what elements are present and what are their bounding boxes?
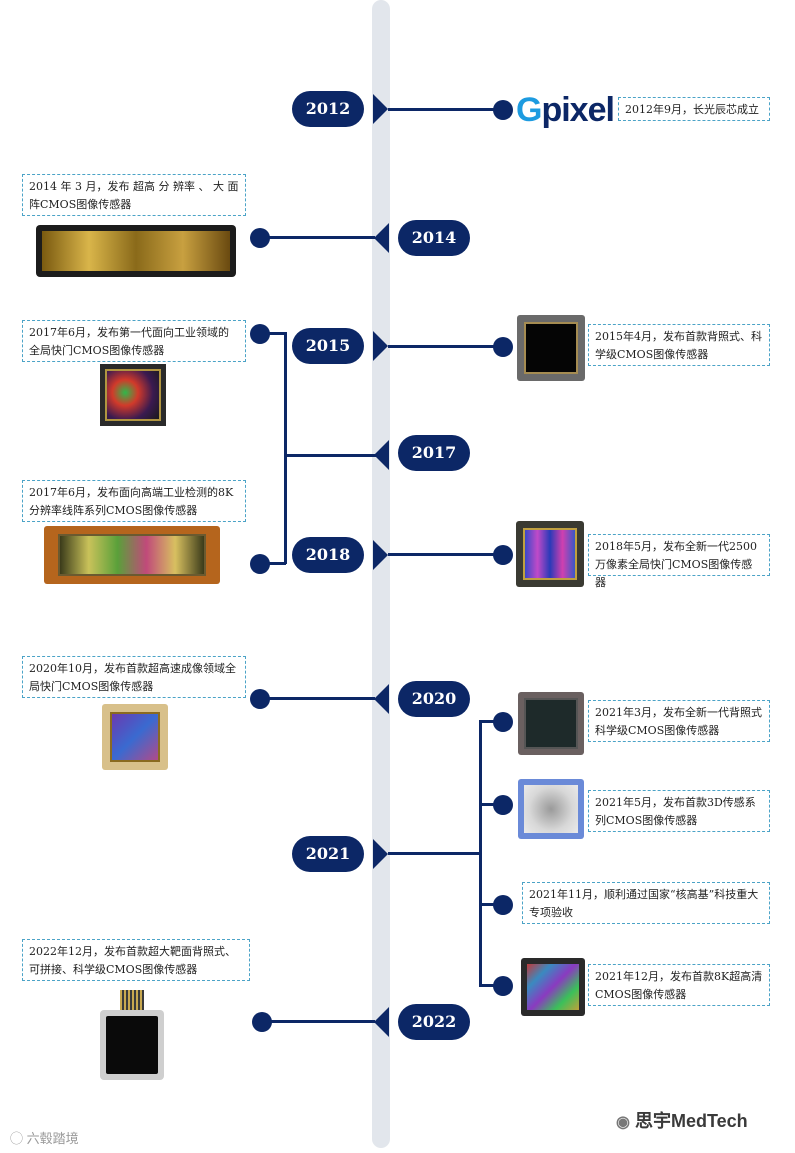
sensor-image-2015 xyxy=(517,315,585,381)
watermark-right: ◉ 思宇MedTech xyxy=(616,1111,748,1131)
arrow-right-icon xyxy=(373,540,388,570)
timeline-dot xyxy=(493,976,513,996)
connector-vertical xyxy=(479,720,482,986)
timeline-dot xyxy=(493,712,513,732)
event-2021c: 2021年11月，顺利通过国家“核高基”科技重大专项验收 xyxy=(522,882,770,924)
event-2021d: 2021年12月，发布首款8K超高清CMOS图像传感器 xyxy=(588,964,770,1006)
timeline-axis xyxy=(372,0,390,1148)
year-badge-2015: 2015 xyxy=(292,328,364,364)
timeline-dot xyxy=(493,795,513,815)
event-2021a: 2021年3月，发布全新一代背照式科学级CMOS图像传感器 xyxy=(588,700,770,742)
connector-line xyxy=(388,852,481,855)
event-2014: 2014 年 3 月，发布 超高 分 辨率 、 大 面阵CMOS图像传感器 xyxy=(22,174,246,216)
year-badge-2020: 2020 xyxy=(398,681,470,717)
connector-line xyxy=(388,108,503,111)
year-badge-2014: 2014 xyxy=(398,220,470,256)
sensor-image-2020 xyxy=(102,704,168,770)
sensor-image-2017a xyxy=(100,364,166,426)
year-badge-2012: 2012 xyxy=(292,91,364,127)
connector-line xyxy=(260,697,375,700)
connector-line xyxy=(479,803,503,806)
arrow-left-icon xyxy=(374,223,389,253)
arrow-right-icon xyxy=(373,331,388,361)
watermark-left: ◯ 六毂踏境 xyxy=(10,1131,79,1146)
connector-line xyxy=(479,984,503,987)
sensor-image-2021b xyxy=(518,779,584,839)
connector-line xyxy=(479,903,503,906)
connector-line xyxy=(388,553,503,556)
sensor-image-2017b xyxy=(44,526,220,584)
watermark-logo-icon: ◯ xyxy=(10,1131,24,1146)
arrow-left-icon xyxy=(374,440,389,470)
connector-line xyxy=(260,562,286,565)
timeline-dot xyxy=(493,895,513,915)
event-2022: 2022年12月，发布首款超大靶面背照式、可拼接、科学级CMOS图像传感器 xyxy=(22,939,250,981)
event-2012: 2012年9月，长光辰芯成立 xyxy=(618,97,770,121)
sensor-image-2021d xyxy=(521,958,585,1016)
event-2021b: 2021年5月，发布首款3D传感系列CMOS图像传感器 xyxy=(588,790,770,832)
timeline-dot xyxy=(493,100,513,120)
event-2017a: 2017年6月，发布第一代面向工业领域的全局快门CMOS图像传感器 xyxy=(22,320,246,362)
connector-vertical xyxy=(284,332,287,564)
connector-line xyxy=(479,720,503,723)
wechat-icon: ◉ xyxy=(616,1114,630,1131)
year-badge-2021: 2021 xyxy=(292,836,364,872)
sensor-image-2022 xyxy=(96,990,168,1084)
event-2020: 2020年10月，发布首款超高速成像领域全局快门CMOS图像传感器 xyxy=(22,656,246,698)
arrow-right-icon xyxy=(373,839,388,869)
timeline-dot xyxy=(493,337,513,357)
connector-line xyxy=(260,236,375,239)
sensor-image-2018 xyxy=(516,521,584,587)
event-2017b: 2017年6月，发布面向高端工业检测的8K分辨率线阵系列CMOS图像传感器 xyxy=(22,480,246,522)
connector-line xyxy=(260,332,286,335)
year-badge-2018: 2018 xyxy=(292,537,364,573)
connector-line xyxy=(388,345,503,348)
arrow-left-icon xyxy=(374,1007,389,1037)
event-2015: 2015年4月，发布首款背照式、科学级CMOS图像传感器 xyxy=(588,324,770,366)
sensor-image-2014 xyxy=(36,225,236,277)
connector-line xyxy=(284,454,376,457)
timeline-dot xyxy=(493,545,513,565)
year-badge-2022: 2022 xyxy=(398,1004,470,1040)
year-badge-2017: 2017 xyxy=(398,435,470,471)
event-2018: 2018年5月，发布全新一代2500万像素全局快门CMOS图像传感器 xyxy=(588,534,770,589)
sensor-image-2021a xyxy=(518,692,584,755)
gpixel-logo: Gpixel xyxy=(516,91,615,129)
connector-line xyxy=(262,1020,375,1023)
arrow-right-icon xyxy=(373,94,388,124)
arrow-left-icon xyxy=(374,684,389,714)
